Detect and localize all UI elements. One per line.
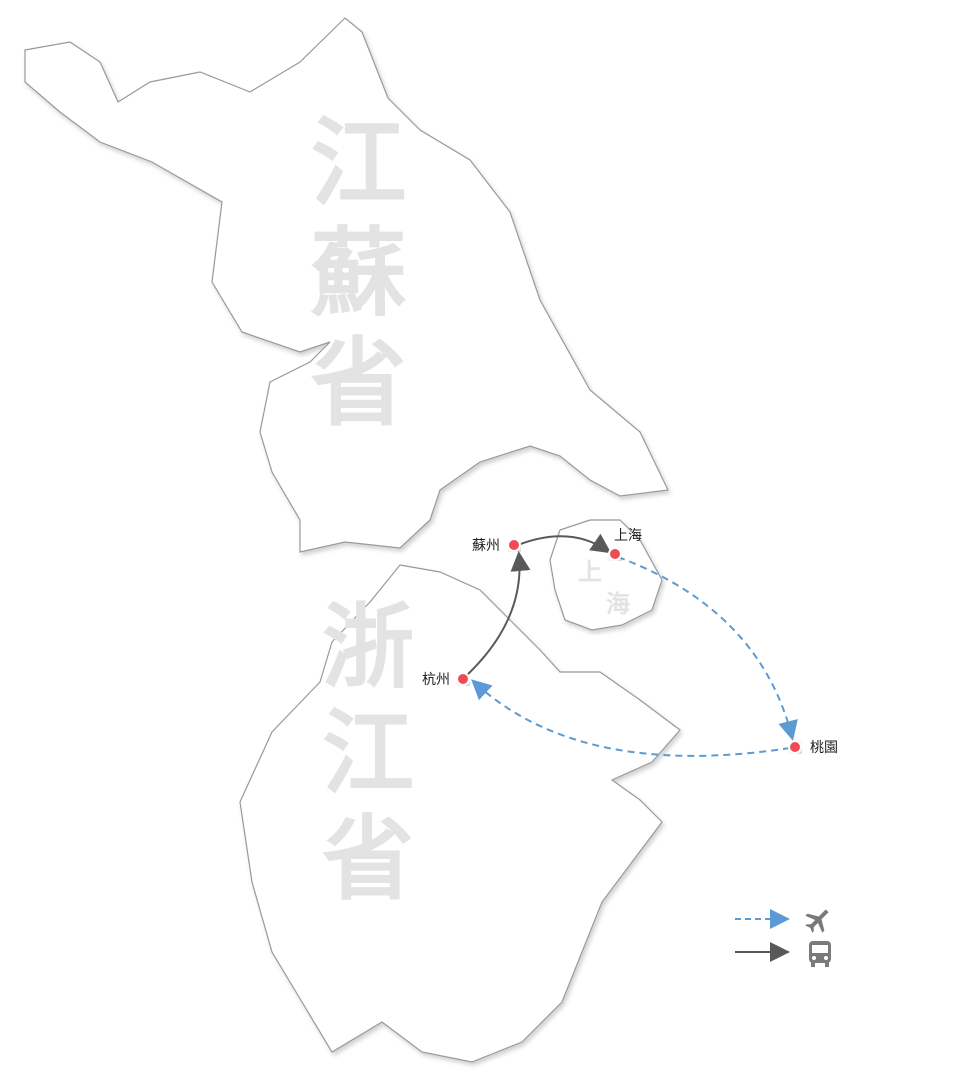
svg-text:海: 海 xyxy=(606,590,630,618)
airplane-icon xyxy=(805,909,829,933)
route-suzhou-shanghai xyxy=(517,533,612,554)
svg-text:蘇州: 蘇州 xyxy=(472,538,500,554)
route-shanghai-taoyuan xyxy=(617,556,798,741)
city-taoyuan[interactable]: 桃園 xyxy=(788,740,838,756)
shanghai-watermark: 上 海 xyxy=(578,558,630,618)
zhejiang-watermark: 浙江省 xyxy=(307,598,414,916)
city-hangzhou[interactable]: 杭州 xyxy=(422,672,470,688)
jiangsu-watermark: 江蘇省 xyxy=(294,112,406,442)
route-taoyuan-hangzhou xyxy=(471,679,791,757)
svg-text:上海: 上海 xyxy=(614,528,642,544)
svg-text:杭州: 杭州 xyxy=(422,672,450,688)
legend xyxy=(735,909,831,967)
route-hangzhou-suzhou xyxy=(465,551,531,677)
city-shanghai[interactable]: 上海 xyxy=(608,528,642,561)
zhejiang-province xyxy=(239,564,681,1063)
shanghai-region xyxy=(549,519,663,631)
svg-text:桃園: 桃園 xyxy=(810,740,838,756)
svg-text:上: 上 xyxy=(578,558,602,586)
bus-icon xyxy=(809,941,831,967)
jiangsu-province xyxy=(24,17,669,553)
city-suzhou[interactable]: 蘇州 xyxy=(472,538,521,554)
